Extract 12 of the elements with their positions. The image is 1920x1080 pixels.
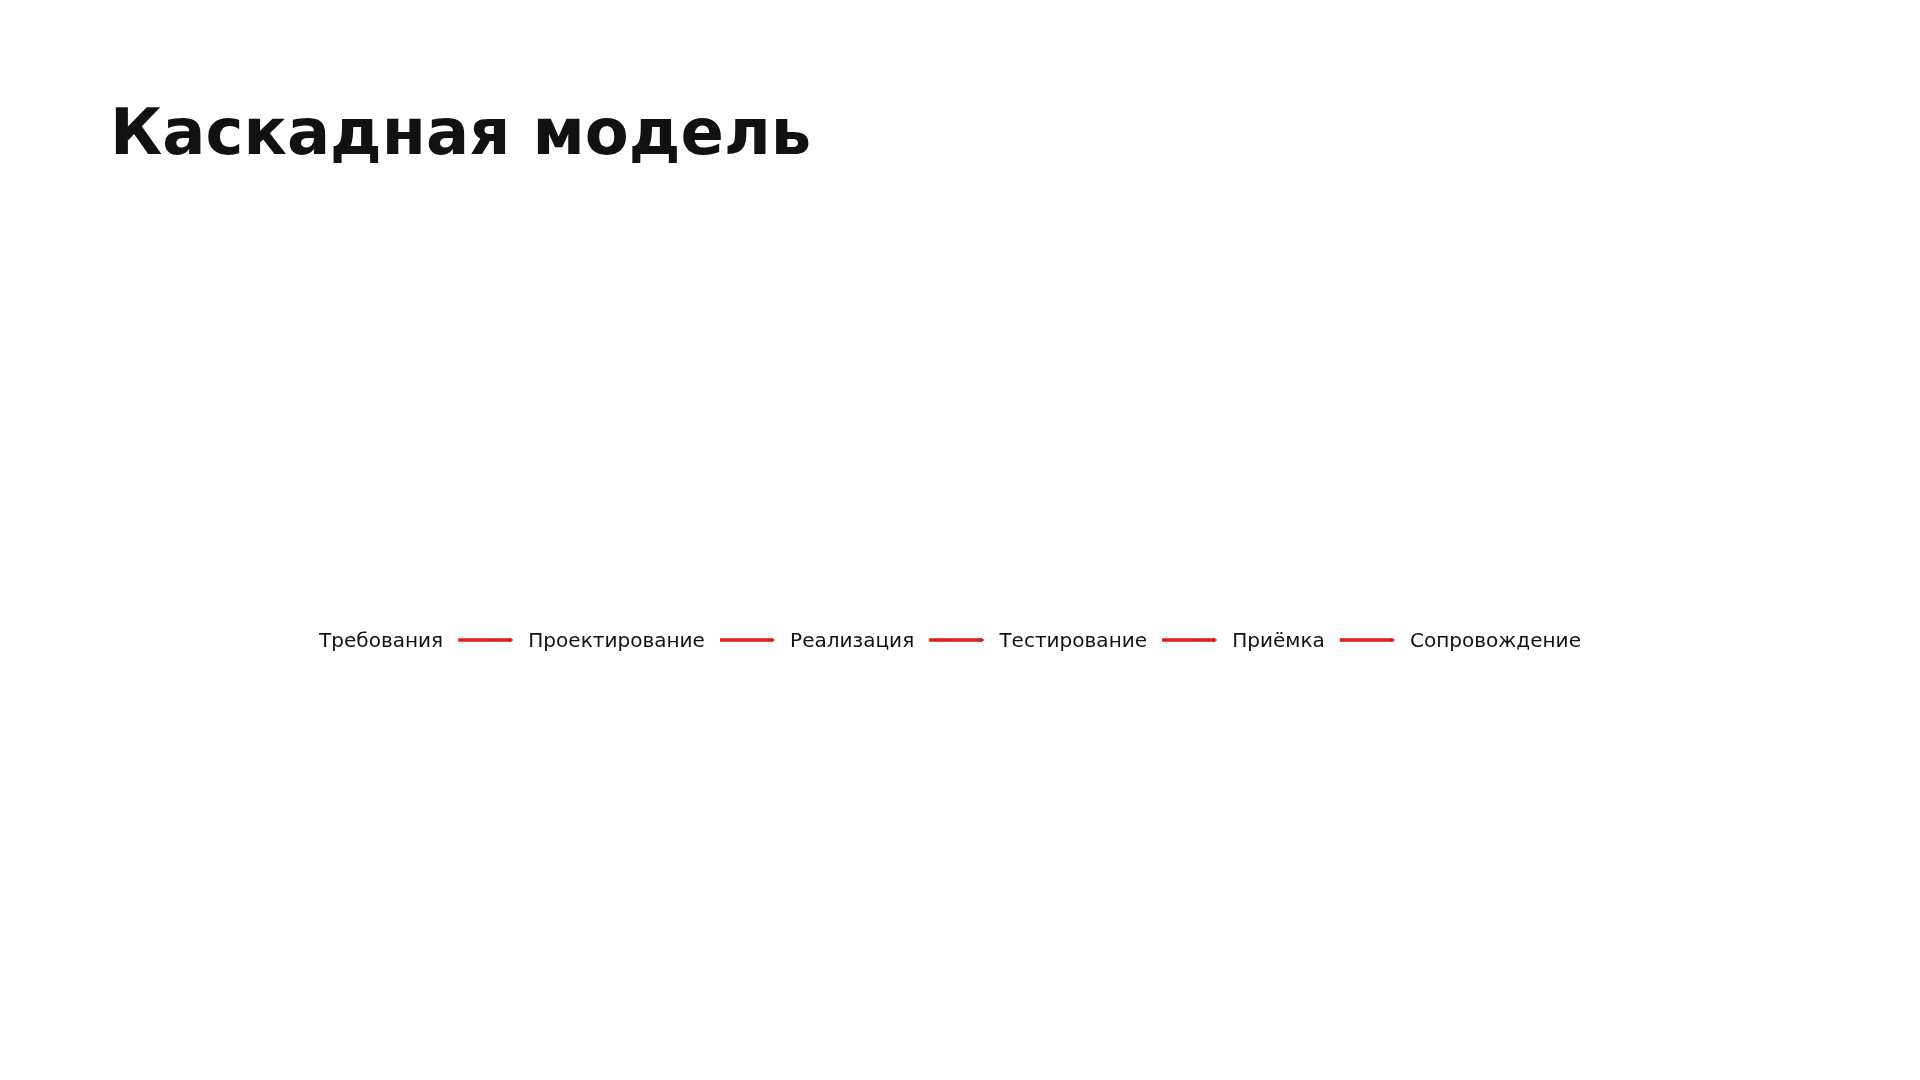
node-text: Сопровождение bbox=[1409, 628, 1581, 652]
node-text: Тестирование bbox=[999, 628, 1148, 652]
arrow bbox=[1339, 637, 1396, 643]
arrow bbox=[929, 637, 985, 643]
arrow bbox=[458, 637, 514, 643]
arrow bbox=[1162, 637, 1218, 643]
node-text: Проектирование bbox=[528, 628, 705, 652]
node-text: Приёмка bbox=[1232, 628, 1325, 652]
node-text: Реализация bbox=[790, 628, 915, 652]
node-text: Требования bbox=[319, 628, 444, 652]
arrow bbox=[719, 637, 776, 643]
slide-title: Каскадная модель bbox=[110, 95, 812, 169]
